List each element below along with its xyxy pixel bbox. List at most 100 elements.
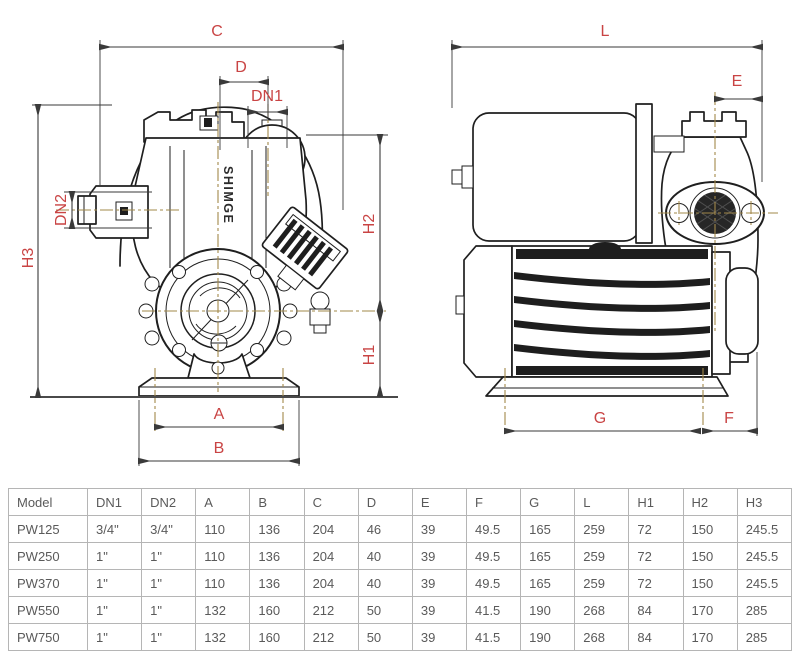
- column-header: H3: [736, 488, 793, 516]
- column-header: B: [249, 488, 305, 516]
- table-cell: 170: [682, 623, 738, 651]
- column-header: F: [465, 488, 522, 516]
- pressure-tank: [451, 103, 653, 244]
- dim-c: C: [99, 23, 344, 210]
- column-header: L: [574, 488, 630, 516]
- table-cell: 1": [141, 596, 197, 624]
- column-header: D: [357, 488, 413, 516]
- table-cell: PW125: [8, 515, 88, 543]
- column-header: E: [411, 488, 467, 516]
- table-cell: 268: [574, 596, 630, 624]
- table-cell: 3/4": [86, 515, 143, 543]
- dim-label-h2: H2: [361, 214, 378, 235]
- table-cell: 165: [520, 542, 576, 570]
- table-cell: 150: [682, 515, 738, 543]
- table-cell: 39: [411, 596, 467, 624]
- table-cell: 170: [682, 596, 738, 624]
- dim-label-d: D: [235, 59, 247, 76]
- table-cell: 165: [520, 515, 576, 543]
- centerlines-front: [56, 102, 386, 434]
- table-cell: 46: [357, 515, 413, 543]
- dim-label-l: L: [601, 23, 610, 40]
- column-header: Model: [8, 488, 88, 516]
- dim-label-dn2: DN2: [53, 194, 70, 226]
- table-cell: 72: [628, 542, 684, 570]
- table-cell: 1": [86, 596, 143, 624]
- table-cell: PW550: [8, 596, 88, 624]
- table-cell: 212: [303, 623, 359, 651]
- table-cell: PW750: [8, 623, 88, 651]
- table-cell: 1": [141, 623, 197, 651]
- table-cell: 39: [411, 569, 467, 597]
- table-cell: 39: [411, 542, 467, 570]
- dimensions-front: C D DN1 H3 DN2 H2 H1: [20, 23, 388, 466]
- dim-h3: H3: [20, 104, 112, 398]
- table-cell: 245.5: [736, 542, 793, 570]
- column-header: G: [520, 488, 576, 516]
- pressure-switch: [261, 206, 349, 291]
- table-cell: 1": [141, 542, 197, 570]
- dim-e: E: [714, 73, 763, 103]
- table-cell: PW250: [8, 542, 88, 570]
- table-cell: 190: [520, 596, 576, 624]
- technical-drawing: SHIMGE: [20, 23, 778, 466]
- table-cell: 136: [249, 542, 305, 570]
- dim-label-c: C: [211, 23, 223, 40]
- table-cell: 204: [303, 542, 359, 570]
- table-cell: 1": [86, 623, 143, 651]
- brand-logo-text: SHIMGE: [221, 166, 235, 224]
- table-cell: 190: [520, 623, 576, 651]
- table-cell: 1": [86, 569, 143, 597]
- table-cell: 72: [628, 569, 684, 597]
- table-cell: 132: [195, 596, 251, 624]
- dim-label-f: F: [724, 410, 734, 427]
- switch-fitting: [310, 291, 330, 311]
- table-cell: 84: [628, 596, 684, 624]
- table-cell: 40: [357, 569, 413, 597]
- table-cell: 150: [682, 542, 738, 570]
- table-cell: 150: [682, 569, 738, 597]
- dim-dn1: DN1: [247, 88, 288, 148]
- table-cell: 39: [411, 515, 467, 543]
- motor: [455, 242, 731, 378]
- dim-label-e: E: [732, 73, 743, 90]
- table-cell: 160: [249, 596, 305, 624]
- centerlines-side: [504, 92, 778, 434]
- dim-label-dn1: DN1: [251, 88, 283, 105]
- table-cell: 268: [574, 623, 630, 651]
- table-cell: 41.5: [465, 596, 522, 624]
- table-cell: 49.5: [465, 515, 522, 543]
- table-cell: 245.5: [736, 515, 793, 543]
- table-cell: 39: [411, 623, 467, 651]
- dim-label-h3: H3: [20, 248, 37, 269]
- table-cell: PW370: [8, 569, 88, 597]
- column-header: C: [303, 488, 359, 516]
- table-cell: 49.5: [465, 542, 522, 570]
- table-cell: 259: [574, 569, 630, 597]
- dim-h2: H2: [306, 134, 388, 311]
- pump-side-outline: [451, 103, 765, 397]
- column-header: A: [195, 488, 251, 516]
- side-view: L E G F: [451, 23, 778, 436]
- dim-label-h1: H1: [361, 345, 378, 366]
- table-cell: 110: [195, 569, 251, 597]
- table-cell: 1": [141, 569, 197, 597]
- table-cell: 165: [520, 569, 576, 597]
- table-cell: 285: [736, 623, 793, 651]
- table-cell: 40: [357, 542, 413, 570]
- table-cell: 259: [574, 515, 630, 543]
- priming-plug: [199, 115, 219, 131]
- suction-port: [77, 185, 149, 239]
- dim-label-b: B: [214, 440, 225, 457]
- table-cell: 50: [357, 596, 413, 624]
- table-cell: 3/4": [141, 515, 197, 543]
- dim-a: A: [154, 406, 284, 431]
- table-cell: 110: [195, 542, 251, 570]
- column-header: DN2: [141, 488, 197, 516]
